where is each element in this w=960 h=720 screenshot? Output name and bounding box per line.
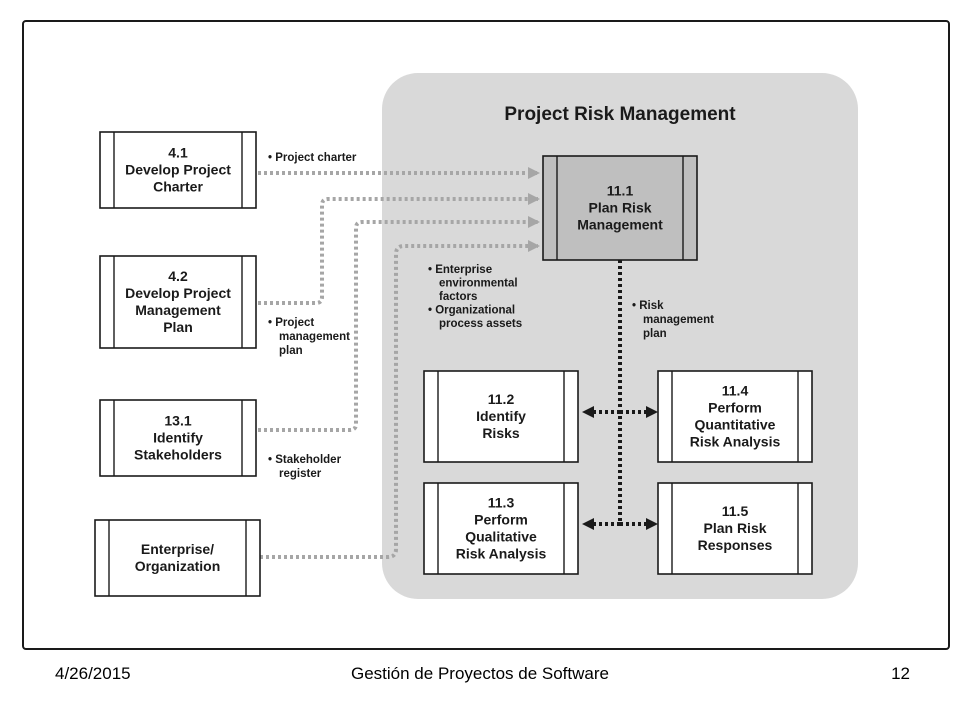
process-box <box>94 519 261 597</box>
process-name: Perform <box>708 400 762 416</box>
flow-label-line: environmental <box>439 278 518 290</box>
process-name: Risks <box>482 425 520 441</box>
process-name: Identify <box>476 408 526 424</box>
footer-page-number: 12 <box>891 664 910 683</box>
flow-label-project-charter: • Project charter <box>268 152 357 164</box>
process-number: 13.1 <box>164 413 191 429</box>
process-name: Risk Analysis <box>690 434 781 450</box>
flow-label-line: factors <box>439 291 477 303</box>
footer-title: Gestión de Proyectos de Software <box>351 664 609 683</box>
footer-date: 4/26/2015 <box>55 664 131 683</box>
process-number: 11.3 <box>488 495 515 511</box>
process-number: 11.2 <box>488 391 515 407</box>
flow-label-line: • Enterprise <box>428 264 492 276</box>
process-number: 4.1 <box>168 145 188 161</box>
process-name: Plan <box>163 319 193 335</box>
process-box <box>542 155 698 261</box>
flow-label-line: plan <box>643 328 667 340</box>
flow-label-line: plan <box>279 345 303 357</box>
process-number: 11.1 <box>607 183 634 199</box>
flow-label-line: • Organizational <box>428 305 515 317</box>
internal-connectors <box>582 260 658 530</box>
flow-label-line: • Project <box>268 317 314 329</box>
process-name: Responses <box>698 537 773 553</box>
process-name: Identify <box>153 430 203 446</box>
process-name: Risk Analysis <box>456 546 547 562</box>
connector-enterprise <box>260 240 540 559</box>
flow-label-line: process assets <box>439 318 522 330</box>
process-name: Perform <box>474 512 528 528</box>
process-enterprise: Enterprise/Organization <box>94 519 261 597</box>
process-box <box>657 370 813 463</box>
flow-label-line: • Project charter <box>268 152 357 164</box>
process-name: Organization <box>135 558 221 574</box>
process-number: 11.4 <box>722 383 749 399</box>
process-name: Charter <box>153 179 203 195</box>
process-name: Stakeholders <box>134 447 222 463</box>
group-title: Project Risk Management <box>504 104 736 125</box>
process-box <box>657 482 813 575</box>
flow-label-line: • Risk <box>632 300 664 312</box>
process-box <box>423 370 579 463</box>
process-name: Plan Risk <box>703 520 766 536</box>
process-box <box>423 482 579 575</box>
process-name: Develop Project <box>125 285 231 301</box>
flow-label-line: management <box>643 314 714 326</box>
process-name: Qualitative <box>465 529 537 545</box>
process-name: Develop Project <box>125 162 231 178</box>
process-name: Management <box>577 217 663 233</box>
process-box <box>99 131 257 209</box>
process-box <box>99 399 257 477</box>
flow-label-stakeholder-register: • Stakeholder register <box>268 454 342 480</box>
flow-label-pm-plan: • Project management plan <box>268 317 350 357</box>
process-box <box>99 255 257 349</box>
process-name: Enterprise/ <box>141 541 214 557</box>
flow-label-line: register <box>279 468 322 480</box>
group-background <box>382 73 858 599</box>
flow-label-line: • Stakeholder <box>268 454 342 466</box>
input-connectors <box>258 167 540 559</box>
process-name: Management <box>135 302 221 318</box>
process-number: 11.5 <box>722 503 749 519</box>
flow-label-risk-plan: • Risk management plan <box>632 300 714 340</box>
connector-stakeholders <box>258 216 540 432</box>
flow-label-line: management <box>279 331 350 343</box>
process-name: Quantitative <box>695 417 776 433</box>
process-name: Plan Risk <box>588 200 651 216</box>
process-number: 4.2 <box>168 268 188 284</box>
connector-pm-plan <box>258 193 540 305</box>
